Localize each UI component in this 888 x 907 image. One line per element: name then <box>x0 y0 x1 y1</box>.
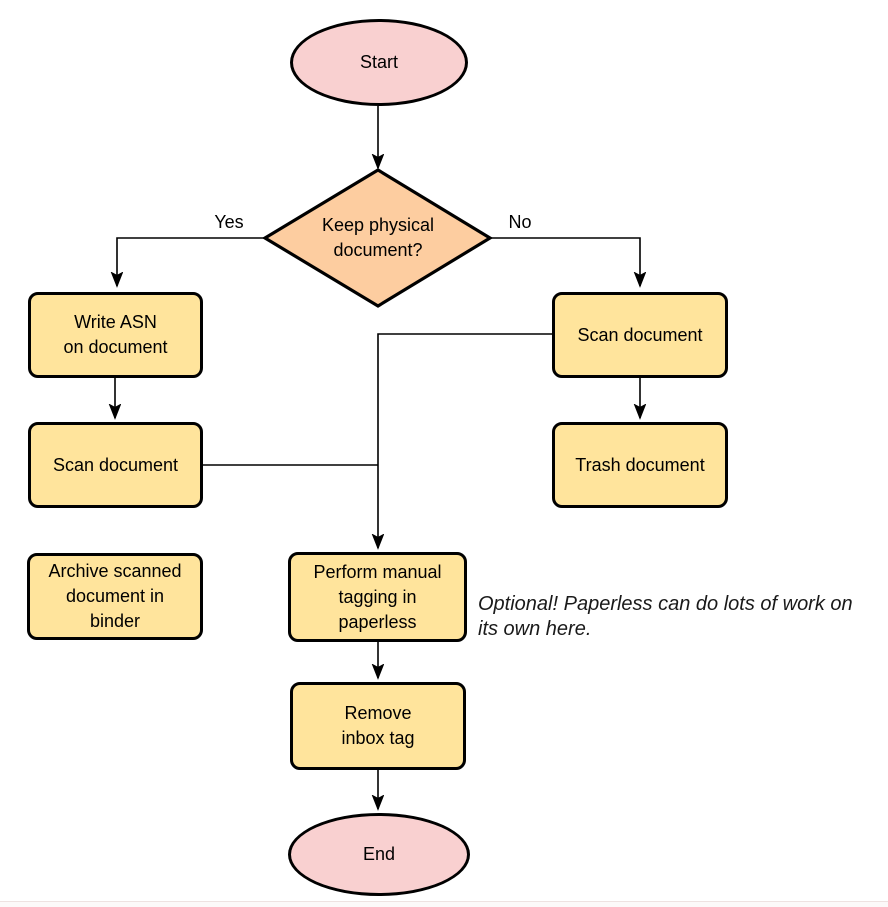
end-node: End <box>288 813 470 896</box>
write-asn-node-label: Write ASN on document <box>63 312 168 357</box>
bottom-edge-strip <box>0 901 888 907</box>
edge-scanright-to-tagging <box>378 333 552 548</box>
trash-document-label: Trash document <box>575 454 705 475</box>
archive-node-label: Archive scanned document in binder <box>48 561 182 631</box>
archive-node: Archive scanned document in binder <box>27 553 203 640</box>
scan-document-right-node: Scan document <box>552 292 728 378</box>
write-asn-node: Write ASN on document <box>28 292 203 378</box>
decision-diamond-shape <box>261 168 494 308</box>
manual-tagging-label: Perform manual tagging in paperless <box>313 561 442 632</box>
start-node: Start <box>290 19 468 106</box>
edge-label-yes: Yes <box>214 212 244 232</box>
remove-inbox-tag-node: Remove inbox tag <box>290 682 466 770</box>
end-node-label: End <box>362 844 396 864</box>
decision-node-label: Keep physical document? <box>321 215 435 260</box>
start-node-label: Start <box>359 52 398 72</box>
scan-document-right-label: Scan document <box>577 324 703 345</box>
scan-document-left-label: Scan document <box>52 454 179 475</box>
scan-document-left-node: Scan document <box>28 422 203 508</box>
edge-label-no: No <box>508 212 532 232</box>
manual-tagging-node: Perform manual tagging in paperless <box>288 552 467 642</box>
edge-decision-no <box>490 237 640 286</box>
remove-inbox-tag-label: Remove inbox tag <box>341 703 415 748</box>
edge-decision-yes <box>117 237 265 286</box>
optional-annotation: Optional! Paperless can do lots of work … <box>478 593 853 640</box>
trash-document-node: Trash document <box>552 422 728 508</box>
